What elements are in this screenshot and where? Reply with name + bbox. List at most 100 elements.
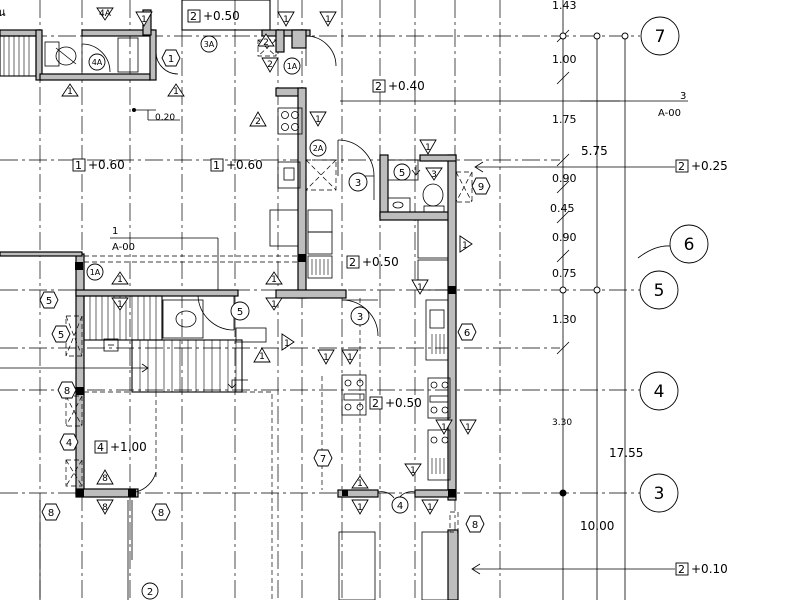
dim-0-90-a: 0.90 (552, 172, 577, 185)
dimension-chain: 1.43 1.00 1.75 0.90 0.45 0.90 0.75 1.30 … (550, 0, 643, 600)
column-posts (75, 254, 456, 497)
dim-17-55: 17.55 (609, 446, 643, 460)
tri-tag-1-f: 1 (462, 241, 468, 251)
circle-tag-4a: 4A (92, 58, 103, 67)
leaders: 3 A-00 1 A-00 0.20 (110, 91, 688, 575)
stairs-top-left (0, 35, 37, 77)
tri-tag-2-b: 2 (267, 60, 273, 70)
level-upper-right: +0.40 (388, 79, 425, 93)
tri-tag-1-r: 1 (410, 466, 416, 476)
tri-tag-1-m: 1 (323, 353, 329, 363)
door-swings (81, 35, 416, 499)
level-top: +0.50 (203, 9, 240, 23)
level-box-top: 2 (190, 10, 197, 23)
dim-3-30: 3.30 (552, 418, 572, 428)
section-ref-top-sheet: A-00 (658, 108, 681, 119)
level-box-bottom: 2 (678, 563, 685, 576)
grid-bubble-6: 6 (684, 235, 695, 255)
hex-tag-5: 5 (58, 330, 64, 341)
dim-10-00: 10.00 (580, 519, 614, 533)
level-box-room-a: 1 (75, 159, 82, 172)
tri-tag-1-s: 1 (357, 479, 363, 489)
circle-tag-1a-left: 1A (90, 268, 101, 277)
section-ref-mid-sheet: A-00 (112, 242, 135, 253)
tri-tag-8-b: 8 (102, 503, 108, 513)
level-box-upper-right: 2 (375, 80, 382, 93)
hex-tag-8-b: 8 (472, 520, 478, 531)
hex-tags: 5 8 4 6 9 7 8 8 8 5 1 (39, 49, 491, 533)
tri-tag-1-h: 1 (117, 300, 123, 310)
hex-tag-8-c: 8 (48, 508, 54, 519)
grid-bubble-4: 4 (654, 382, 665, 402)
circle-tag-5-bath: 5 (399, 168, 405, 179)
tri-tag-1-i: 1 (271, 275, 277, 285)
hex-tag-5-left: 5 (46, 296, 52, 307)
tri-tag-1-bath: 1 (425, 143, 431, 153)
grid-bubble-2: 2 (147, 587, 153, 598)
dim-1-30: 1.30 (552, 313, 577, 326)
hex-tag-4: 4 (66, 438, 72, 449)
dim-5-75: 5.75 (581, 144, 608, 158)
dim-0-90-b: 0.90 (552, 231, 577, 244)
hex-tag-7: 7 (320, 454, 326, 465)
level-box-left-room: 4 (97, 441, 104, 454)
stairs-lower (0, 295, 248, 393)
tri-tag-1-t: 1 (357, 503, 363, 513)
level-kitchen: +0.50 (385, 396, 422, 410)
circle-tag-4: 4 (397, 501, 403, 512)
circle-tag-3a: 3A (204, 40, 215, 49)
tri-tag-2-a: 2 (263, 38, 269, 48)
tri-tag-1-k: 1 (284, 339, 290, 349)
fixtures (39, 0, 473, 600)
tri-tag-1-n: 1 (347, 353, 353, 363)
circle-tag-3-b: 3 (357, 312, 363, 323)
clipped-text-top-left: น (0, 6, 6, 19)
tri-tag-1-u: 1 (427, 503, 433, 513)
dim-0-20: 0.20 (155, 113, 175, 123)
circle-tag-5-toilet: 5 (237, 307, 243, 318)
grid-bubble-5: 5 (654, 281, 665, 301)
level-room-a: +0.60 (88, 158, 125, 172)
level-box-room-b: 1 (213, 159, 220, 172)
hex-tag-9: 9 (478, 182, 484, 193)
grid-bubble-7: 7 (655, 27, 666, 47)
level-box-kitchen: 2 (372, 397, 379, 410)
tri-tag-1-d: 1 (325, 15, 331, 25)
level-box-mid: 2 (349, 256, 356, 269)
tri-tag-1-p: 1 (441, 423, 447, 433)
tri-tag-1-l: 1 (259, 352, 265, 362)
tri-tag-4a: 4A (99, 9, 112, 19)
level-bottom: +0.10 (691, 562, 728, 576)
tri-tag-1-q: 1 (465, 423, 471, 433)
circle-tag-2a: 2A (313, 144, 324, 153)
tri-tag-1-left: 1 (67, 87, 73, 97)
level-right-edge: +0.25 (691, 159, 728, 173)
hex-tag-1: 1 (168, 54, 174, 65)
dim-0-75: 0.75 (552, 267, 577, 280)
circle-tag-3-a: 3 (355, 178, 361, 189)
hex-tag-6: 6 (464, 328, 470, 339)
dim-1-75: 1.75 (552, 113, 577, 126)
dim-0-45: 0.45 (550, 202, 575, 215)
hex-tag-8-d: 8 (158, 508, 164, 519)
level-left-room: +1.00 (110, 440, 147, 454)
tri-tag-3-bath: 3 (431, 170, 437, 180)
dim-1-43: 1.43 (552, 0, 577, 12)
level-tags: 2 +0.50 2 +0.40 2 +0.25 1 +0.60 1 +0.60 … (72, 9, 728, 576)
tri-tag-1-g: 1 (117, 275, 123, 285)
walls (0, 9, 459, 600)
dim-1-00: 1.00 (552, 53, 577, 66)
section-ref-mid-number: 1 (112, 226, 118, 237)
level-box-right-edge: 2 (678, 160, 685, 173)
grid-bubbles: 7 6 5 4 3 2 (141, 16, 709, 600)
tri-tag-1-c: 1 (283, 15, 289, 25)
tri-tag-1-top: 1 (141, 15, 147, 25)
tri-tag-8-a: 8 (102, 474, 108, 484)
tri-tag-1-e: 1 (315, 115, 321, 125)
triangle-tags: 4A 1 1 1 1 1 2 2 2 1 1 3 1 1 1 1 1 1 1 (61, 7, 477, 515)
tri-tag-1-b: 1 (173, 87, 179, 97)
tri-tag-1-j: 1 (271, 300, 277, 310)
section-ref-top-number: 3 (680, 91, 686, 102)
circle-tag-1a-top: 1A (287, 62, 298, 71)
